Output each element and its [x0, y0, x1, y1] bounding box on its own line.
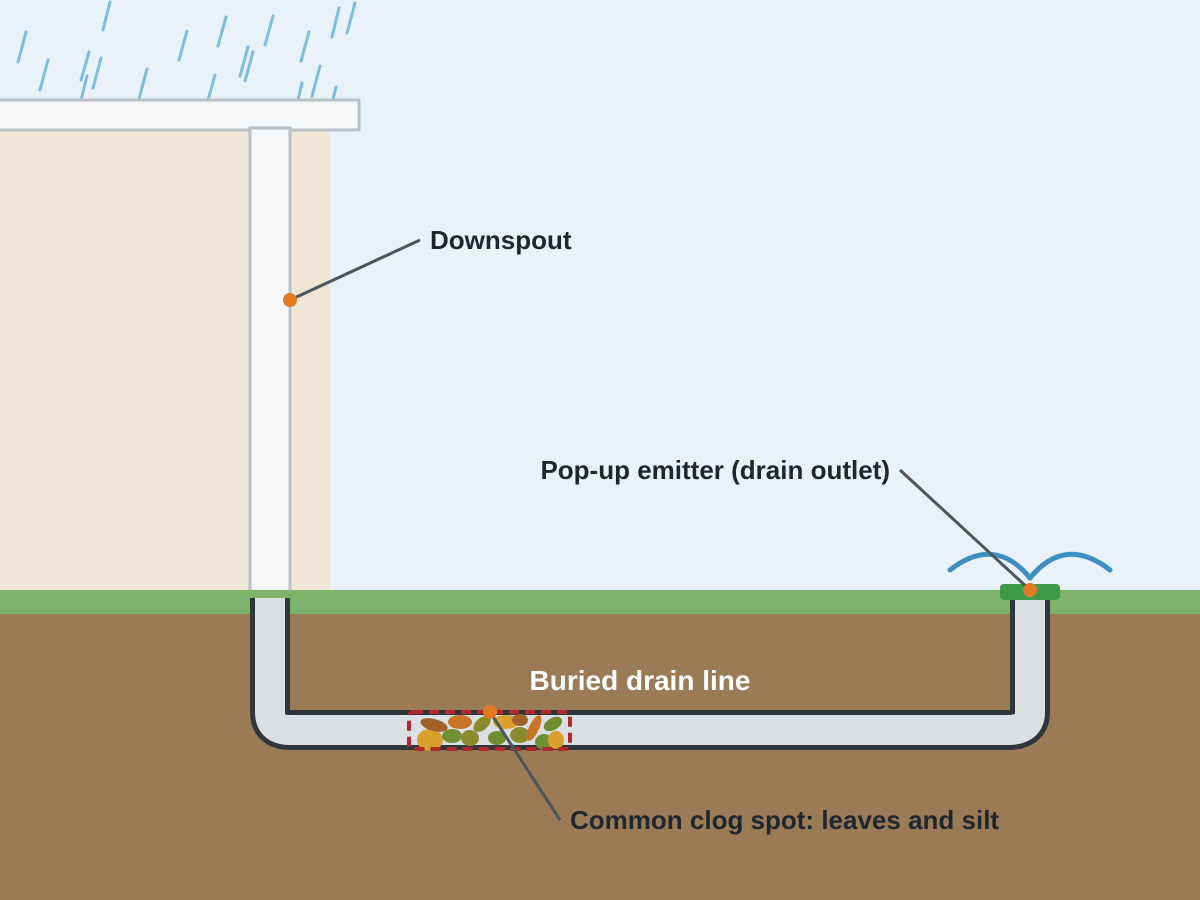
downspout-leader-line	[289, 238, 421, 302]
buried-drain-pipe-inner	[255, 598, 1045, 745]
gutter	[0, 98, 361, 132]
soil	[0, 610, 1200, 900]
downspout	[248, 126, 292, 598]
drain-line-label: Buried drain line	[530, 665, 751, 696]
emitter-marker-dot	[1023, 583, 1037, 597]
emitter-leader-line	[898, 468, 1032, 592]
downspout-marker-dot	[283, 293, 297, 307]
clog-marker-dot	[483, 705, 497, 719]
clog-leader-line	[488, 711, 562, 821]
clog-label: Common clog spot: leaves and silt	[570, 805, 999, 835]
emitter-label: Pop-up emitter (drain outlet)	[540, 455, 890, 485]
downspout-label: Downspout	[430, 225, 572, 255]
